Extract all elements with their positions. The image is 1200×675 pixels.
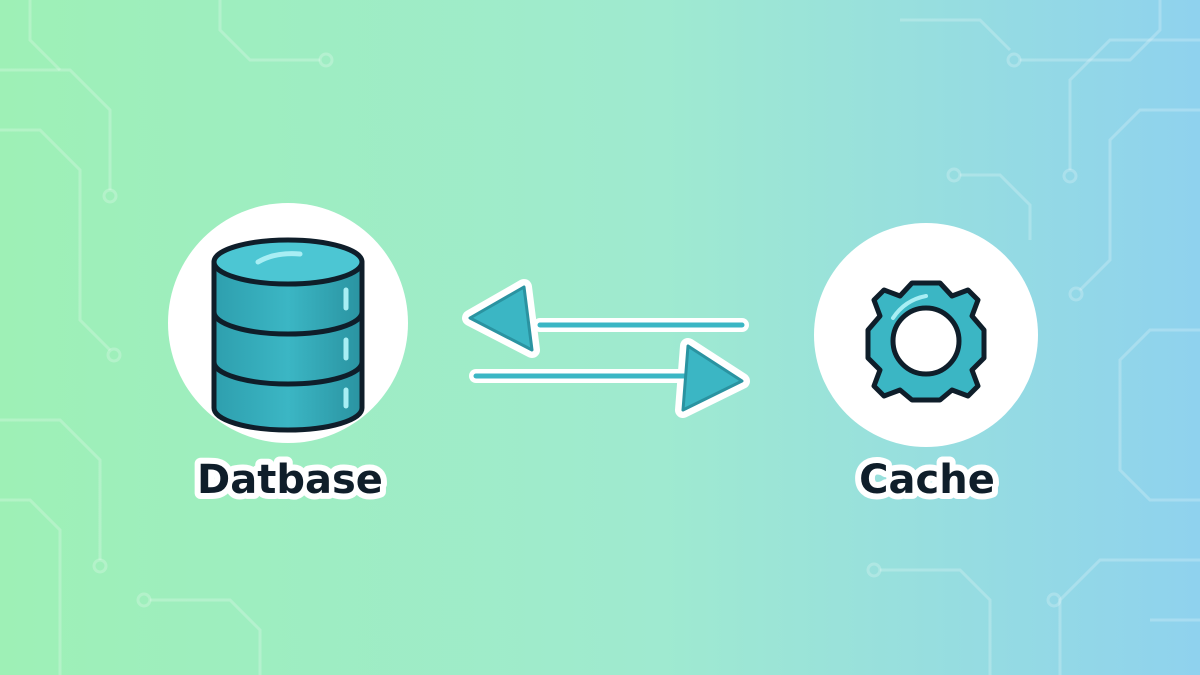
gear-ring-icon <box>865 280 987 403</box>
cache-node: Cache <box>814 223 1038 509</box>
database-icon <box>211 237 365 433</box>
cache-label: Cache <box>859 457 995 503</box>
arrow-to-cache <box>469 338 750 418</box>
arrow-to-database <box>462 279 749 358</box>
database-label: Datbase <box>197 457 383 503</box>
arrowhead-left <box>468 285 534 352</box>
arrowhead-right <box>681 344 744 412</box>
database-node: Datbase <box>168 203 408 509</box>
